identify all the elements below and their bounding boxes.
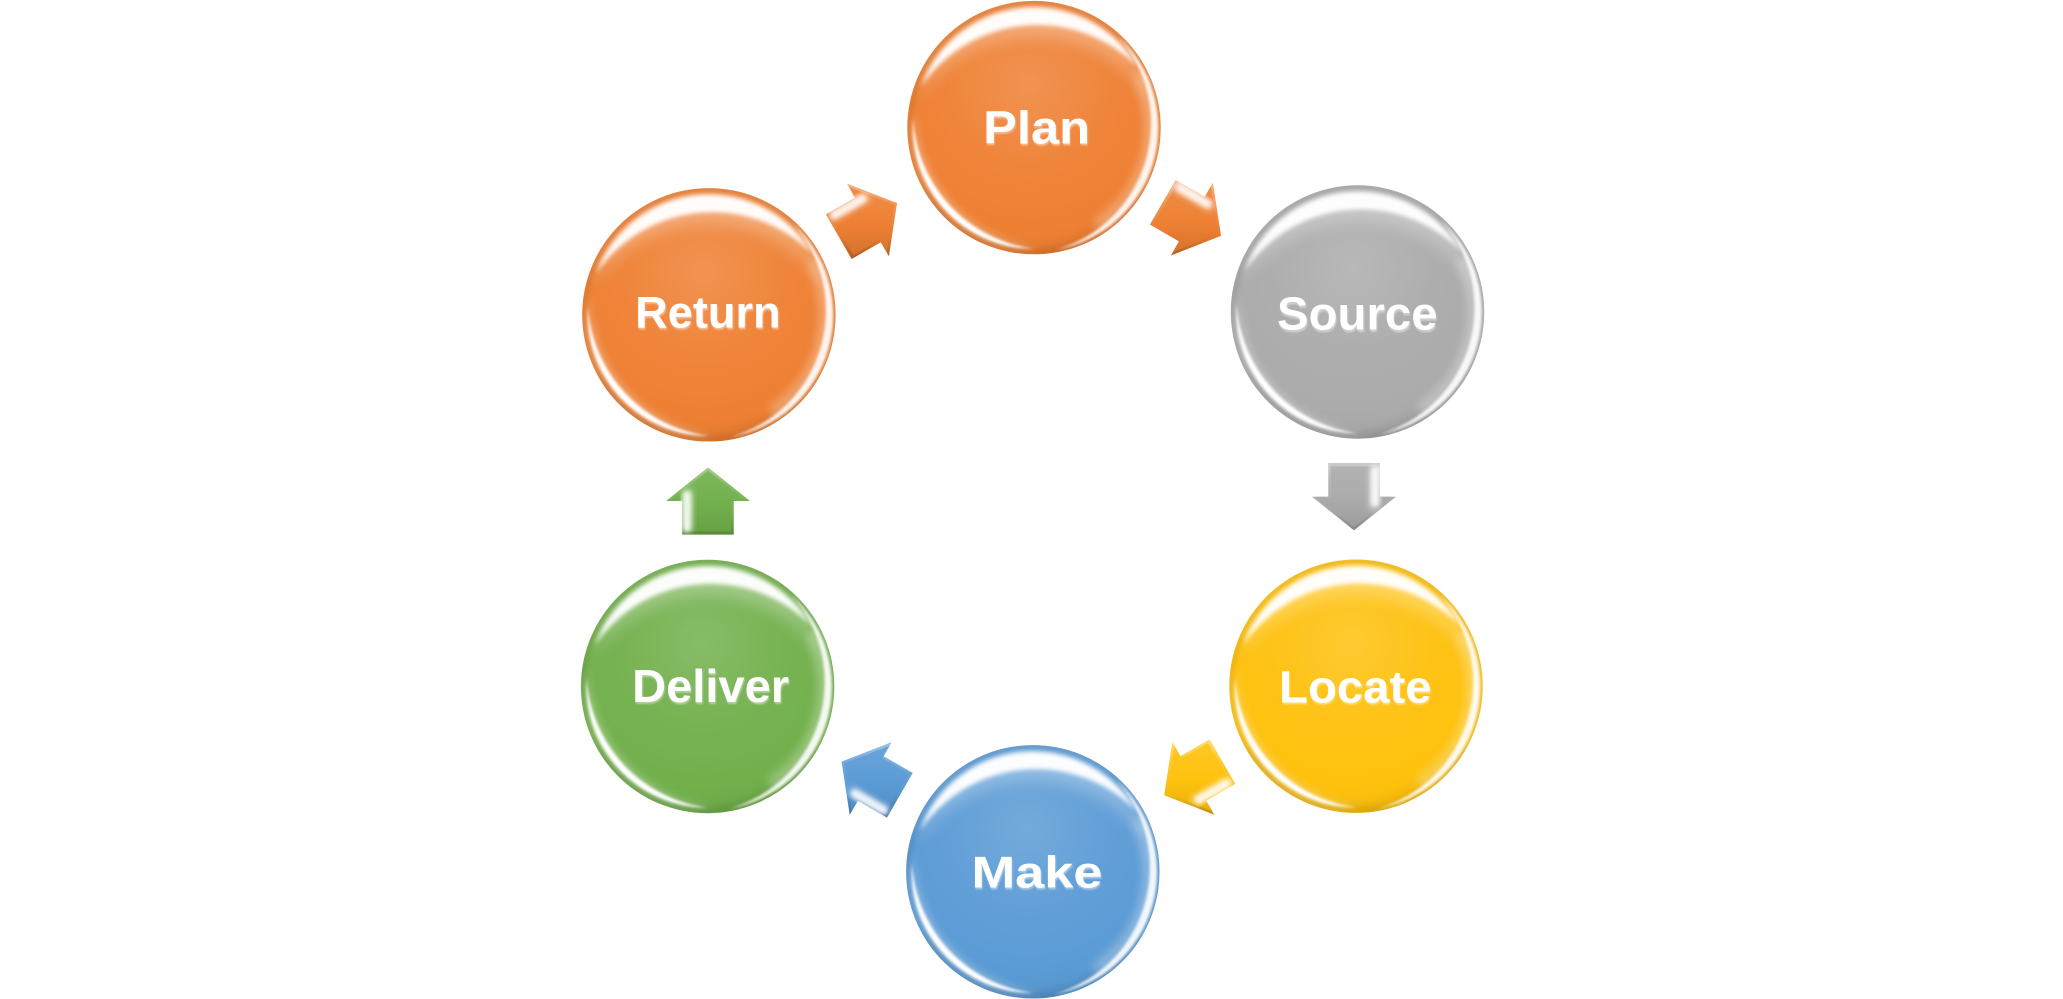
svg-text:Locate: Locate [1279, 661, 1432, 712]
svg-text:Locate: Locate [1280, 664, 1433, 715]
svg-text:Plan: Plan [983, 101, 1090, 153]
svg-text:Deliver: Deliver [632, 660, 789, 712]
svg-text:Plan: Plan [984, 104, 1091, 156]
svg-text:Return: Return [635, 288, 781, 337]
svg-text:Source: Source [1277, 288, 1438, 340]
svg-text:Make: Make [972, 851, 1103, 900]
svg-text:Deliver: Deliver [633, 662, 790, 714]
svg-text:Make: Make [972, 849, 1103, 898]
svg-text:Source: Source [1278, 290, 1439, 342]
svg-text:Return: Return [636, 291, 782, 340]
